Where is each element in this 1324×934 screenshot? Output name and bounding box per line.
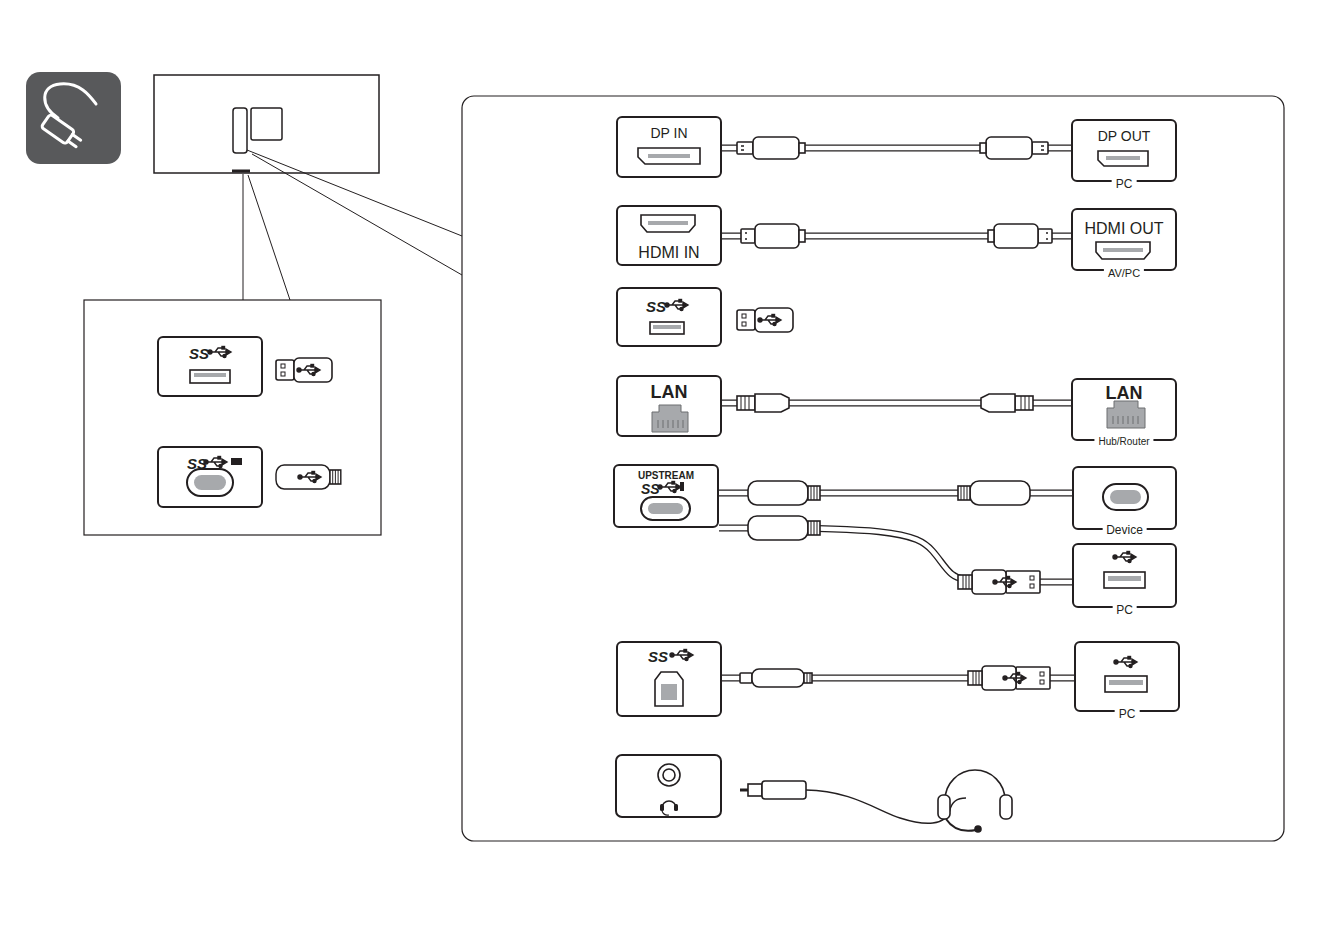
rear-panel: [462, 96, 1284, 841]
port-label: HDMI IN: [638, 243, 699, 263]
port-box: Device: [1072, 466, 1177, 530]
device-label: AV/PC: [1104, 266, 1144, 280]
port-box: LANHub/Router: [1071, 378, 1177, 441]
cable-icon: [41, 84, 96, 150]
port-label: DP IN: [650, 124, 687, 142]
port-box: HDMI IN: [616, 205, 722, 266]
superspeed-logo: SS: [189, 345, 209, 363]
port-box: SS: [157, 446, 263, 508]
port-icons: [187, 148, 1150, 817]
superspeed-logo: SS: [648, 648, 668, 666]
monitor-back: [154, 75, 462, 300]
port-label: LAN: [1106, 382, 1143, 404]
port-box: LAN: [616, 375, 722, 437]
superspeed-logo: SS: [641, 480, 660, 498]
port-label: DP OUT: [1098, 127, 1151, 145]
port-box: PC: [1074, 641, 1180, 712]
port-box: SS: [157, 336, 263, 397]
port-label: HDMI OUT: [1084, 219, 1163, 239]
port-box: DP OUTPC: [1071, 119, 1177, 182]
cable-plugs: [276, 137, 1052, 690]
device-label: PC: [1115, 706, 1140, 722]
device-label: Hub/Router: [1094, 435, 1153, 449]
port-box: SS: [616, 641, 722, 717]
device-label: PC: [1112, 602, 1137, 618]
port-label: LAN: [651, 381, 688, 403]
side-panel: [84, 300, 381, 535]
section-icon: [26, 72, 121, 164]
port-box: HDMI OUTAV/PC: [1071, 208, 1177, 271]
port-box: UPSTREAMSS: [613, 464, 719, 528]
device-label: PC: [1112, 176, 1137, 192]
port-box: SS: [616, 287, 722, 347]
device-label: Device: [1102, 522, 1147, 538]
port-box: PC: [1072, 543, 1177, 608]
superspeed-logo: SS: [646, 298, 666, 316]
headphone-plug: [740, 770, 1012, 832]
superspeed-logo: SS: [187, 455, 207, 473]
port-box: DP IN: [616, 116, 722, 178]
port-label: UPSTREAM: [638, 470, 694, 482]
